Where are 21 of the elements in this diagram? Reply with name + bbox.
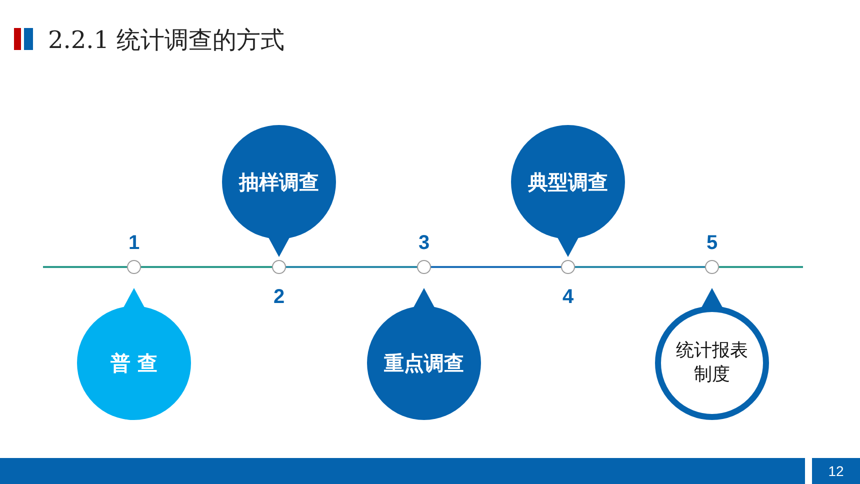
- bubble-text: 抽样调查: [238, 169, 320, 196]
- step-number: 3: [417, 232, 431, 255]
- page-number: 12: [812, 458, 860, 484]
- bubble-text: 普 查: [110, 350, 158, 377]
- slide-title: 2.2.1 统计调查的方式: [48, 25, 285, 56]
- bubble-text: 统计报表制度: [675, 339, 749, 387]
- timeline-dot: [561, 260, 575, 274]
- bubble-text: 典型调查: [527, 169, 609, 196]
- timeline-dot: [417, 260, 431, 274]
- step-number: 1: [127, 232, 141, 255]
- step-number: 4: [561, 286, 575, 309]
- step-number: 5: [705, 232, 719, 255]
- connector-line: [141, 266, 272, 268]
- timeline-dot: [127, 260, 141, 274]
- timeline-dot: [272, 260, 286, 274]
- connector-line: [431, 266, 561, 268]
- connector-line: [286, 266, 417, 268]
- bubble-text: 重点调查: [383, 350, 465, 377]
- timeline-dot: [705, 260, 719, 274]
- connector-line: [575, 266, 705, 268]
- step-number: 2: [272, 286, 286, 309]
